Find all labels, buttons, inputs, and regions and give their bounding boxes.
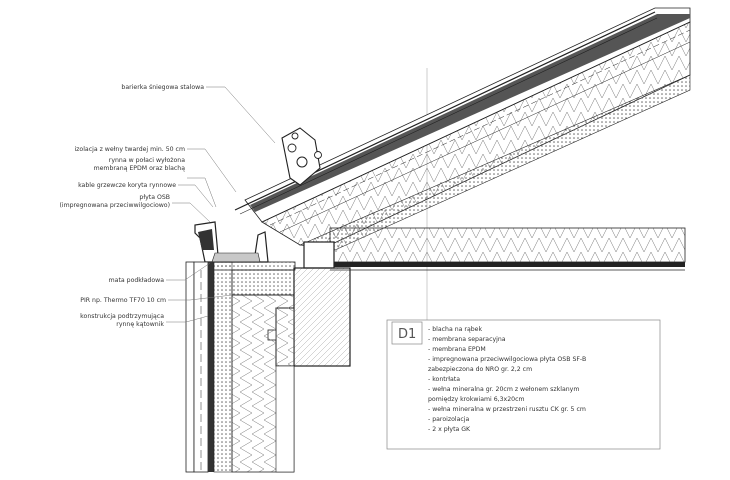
- legend-item: - wełna mineralna w przestrzeni rusztu C…: [428, 406, 586, 413]
- legend-item: - impregnowana przeciwwilgociowa płyta O…: [428, 356, 586, 363]
- legend-item: zabezpieczona do NRO gr. 2,2 cm: [428, 366, 532, 373]
- label-support-line1: konstrukcja podtrzymująca: [80, 313, 164, 320]
- gutter-assembly: [194, 221, 296, 296]
- legend-item: - membrana separacyjna: [428, 336, 506, 343]
- legend-item: - blacha na rąbek: [428, 326, 482, 333]
- label-gutter-line1: rynna w połaci wyłożona: [109, 157, 185, 164]
- horizontal-ceiling-layers: [329, 227, 686, 271]
- leader-lines: [166, 86, 276, 323]
- label-heating-cables: kable grzewcze koryta rynnowe: [78, 182, 176, 189]
- label-mortar: mata podkładowa: [109, 277, 165, 284]
- label-support-line2: rynnę kątownik: [116, 321, 164, 328]
- label-snow-barrier: barierka śniegowa stalowa: [121, 83, 204, 91]
- label-insulation-note: izolacja z wełny twardej min. 50 cm: [74, 146, 185, 153]
- legend-item: - paroizolacja: [428, 416, 469, 423]
- legend-tag: D1: [398, 327, 416, 342]
- legend-box: D1 - blacha na rąbek - membrana separacyj…: [386, 319, 661, 450]
- legend-item: - membrana EPDM: [428, 346, 486, 353]
- legend-item: - kontrłata: [428, 376, 460, 383]
- legend-item: - wełna mineralna gr. 20cm z wełonem szk…: [428, 386, 579, 393]
- timber-beam: [293, 267, 351, 367]
- wall-plate-block: [303, 241, 335, 269]
- label-osb-line2: (impregnowana przeciwwilgociowo): [59, 202, 170, 209]
- sloped-roof-layers: [234, 7, 691, 251]
- legend-item: - 2 x płyta GK: [428, 426, 471, 433]
- legend-item: pomiędzy krokwiami 6,3x20cm: [428, 396, 525, 403]
- label-pir: PIR np. Thermo TF70 10 cm: [80, 297, 166, 304]
- vertical-wall-layers: [185, 261, 295, 473]
- snow-barrier-bracket: [281, 127, 322, 186]
- label-osb-line1: płyta OSB: [139, 194, 170, 201]
- label-gutter-line2: membraną EPDM oraz blachą: [94, 165, 186, 172]
